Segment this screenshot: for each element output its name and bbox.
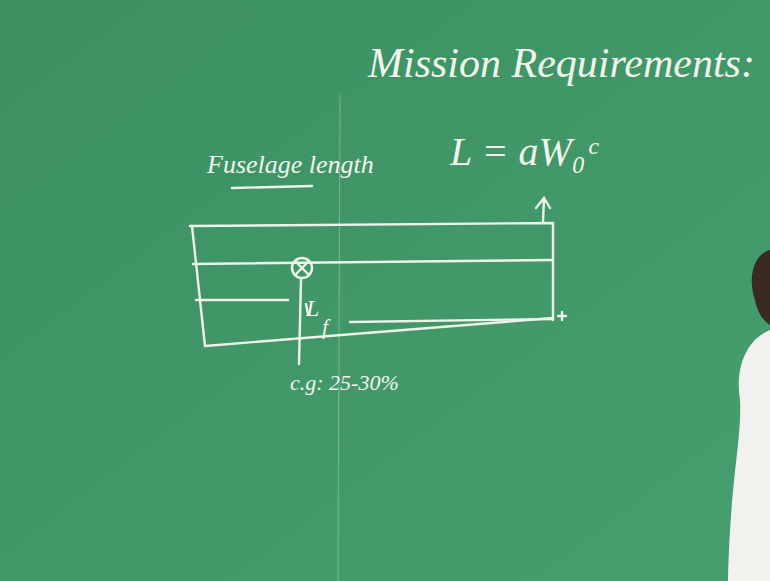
fuselage-sketch	[190, 186, 566, 364]
dimension-subscript: f	[322, 316, 328, 338]
section-heading: Fuselage length	[207, 152, 374, 178]
dimension-letter: L	[306, 296, 319, 320]
lecturer	[728, 250, 770, 581]
formula: L = aW₀ᶜ	[450, 132, 596, 172]
board-heading: Mission Requirements:	[368, 42, 755, 84]
cg-note: c.g: 25-30%	[290, 372, 399, 394]
